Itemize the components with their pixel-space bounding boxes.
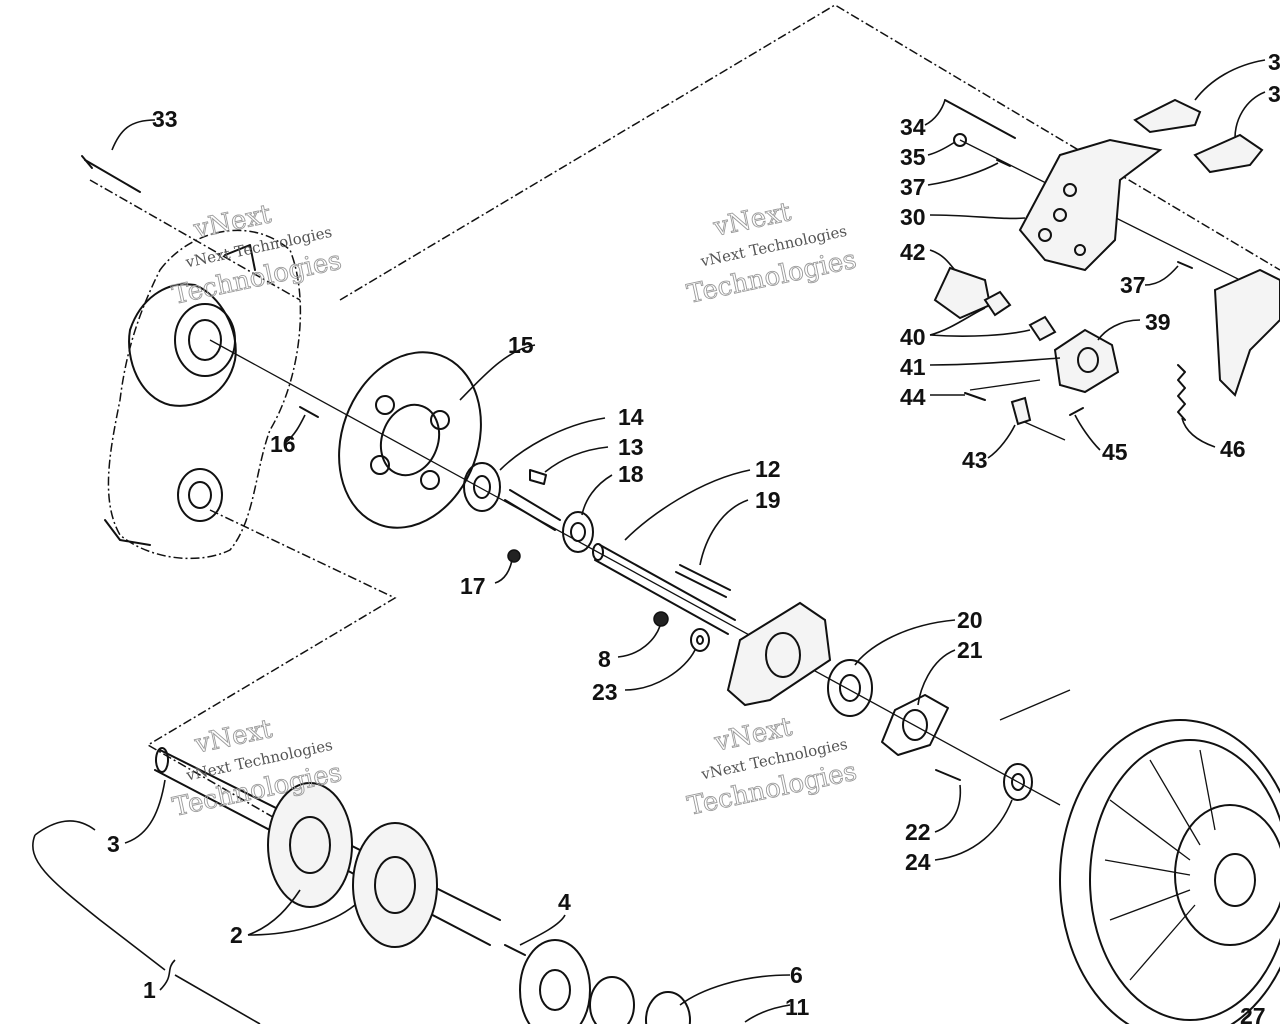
callout-40: 40: [900, 324, 926, 350]
callout-24: 24: [905, 849, 931, 875]
brake-bracket-30: [1018, 138, 1163, 272]
callout-30: 30: [900, 204, 926, 230]
callout-14: 14: [618, 404, 644, 430]
callout-42: 42: [900, 239, 926, 265]
bearing-20: [827, 659, 873, 717]
callout-19: 19: [755, 487, 781, 513]
callout-33: 33: [152, 106, 178, 132]
gear-case: [104, 229, 302, 560]
watermark-bottom-center: vNext vNext Technologies Technologies: [684, 712, 859, 823]
bolt-34: [944, 99, 1016, 139]
clip-43: [1010, 396, 1032, 426]
stud-16: [299, 406, 319, 418]
callout-44: 44: [900, 384, 926, 410]
key-19: [675, 564, 731, 598]
callout-3x-second: 3: [1268, 81, 1280, 107]
callout-45: 45: [1102, 439, 1128, 465]
brake-disc-15: [338, 351, 482, 529]
drive-sprockets-2: [267, 782, 438, 948]
bolt-33: [81, 155, 141, 193]
nut-35: [953, 133, 967, 147]
assembly-axis-lines: [209, 139, 1280, 806]
bearing-18: [562, 511, 594, 553]
callout-37-lower: 37: [1120, 272, 1146, 298]
brake-pucks-40: [983, 290, 1057, 342]
callout-labels: 33 15 14 13 18 16 17 12 19 8 23 20 21 22…: [107, 49, 1280, 1024]
callout-17: 17: [460, 573, 486, 599]
callout-8: 8: [598, 646, 611, 672]
callout-4: 4: [558, 889, 571, 915]
watermark-top-left: vNext vNext Technologies Technologies: [169, 199, 344, 312]
bearing-flange-plate: [726, 601, 832, 707]
callout-20: 20: [957, 607, 983, 633]
spring-46: [1177, 364, 1186, 421]
callout-34: 34: [900, 114, 926, 140]
bolt-22: [935, 769, 961, 781]
shaft-key-13: [504, 469, 561, 531]
watermark-top-center: vNext vNext Technologies Technologies: [684, 197, 859, 311]
callout-6: 6: [790, 962, 803, 988]
driven-pulley-27: [1059, 719, 1280, 1024]
callout-3x-top: 3: [1268, 49, 1280, 75]
callout-27: 27: [1240, 1003, 1266, 1024]
flange-plate-bottom: [504, 939, 691, 1024]
washer-24: [1003, 763, 1033, 801]
callout-43: 43: [962, 447, 988, 473]
callout-13: 13: [618, 434, 644, 460]
callout-35: 35: [900, 144, 926, 170]
callout-3: 3: [107, 831, 120, 857]
bushing-37: [996, 159, 1193, 269]
caliper-42: [933, 266, 992, 320]
hub-14: [463, 462, 501, 512]
callout-1: 1: [143, 977, 156, 1003]
callout-23: 23: [592, 679, 618, 705]
callout-37: 37: [900, 174, 926, 200]
callout-22: 22: [905, 819, 931, 845]
brake-pads-31-32: [1133, 98, 1264, 174]
leader-lines: [32, 59, 1266, 1024]
callout-12: 12: [755, 456, 781, 482]
cotter-45: [1069, 407, 1084, 416]
callout-2: 2: [230, 922, 243, 948]
callout-18: 18: [618, 461, 644, 487]
callout-11: 11: [785, 994, 810, 1020]
brake-lever-39: [1053, 328, 1120, 394]
washer-23: [690, 628, 710, 652]
callout-16: 16: [270, 431, 296, 457]
callout-39: 39: [1145, 309, 1171, 335]
shaft-12: [592, 543, 736, 635]
pin-44: [964, 392, 986, 401]
bearing-flange-21: [881, 694, 949, 756]
nut-17: [507, 549, 521, 563]
callout-21: 21: [957, 637, 983, 663]
callout-46: 46: [1220, 436, 1246, 462]
callout-15: 15: [508, 332, 534, 358]
bracket-right: [1213, 268, 1280, 397]
callout-41: 41: [900, 354, 926, 380]
nut-8: [653, 611, 669, 627]
